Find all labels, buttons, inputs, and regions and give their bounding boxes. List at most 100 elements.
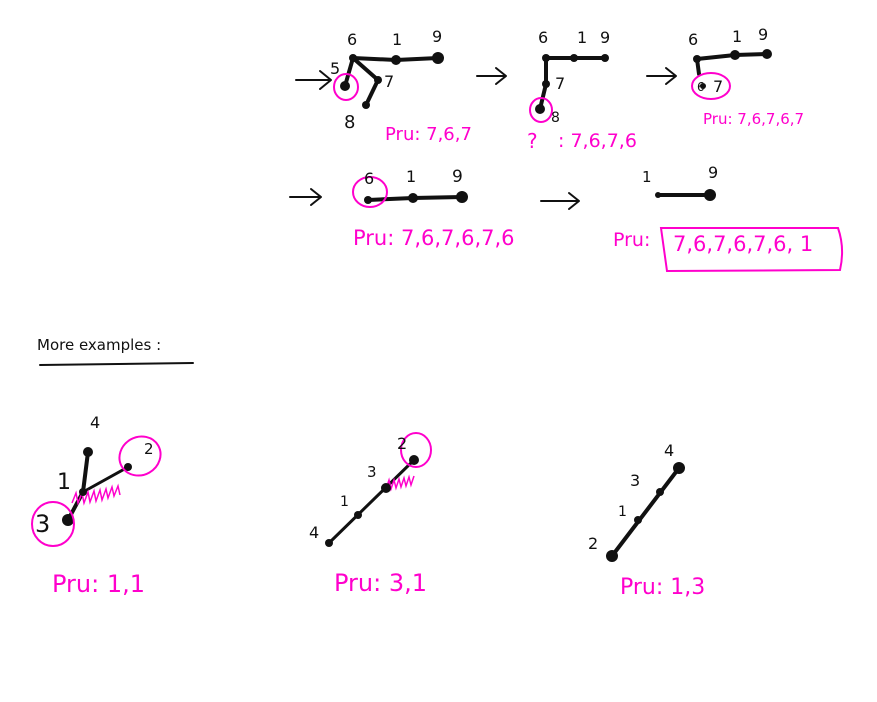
highlight-circle [400, 432, 432, 468]
tree-node [655, 192, 661, 198]
node-label: 6 [688, 30, 698, 49]
tree-node [391, 55, 401, 65]
section-heading: More examples : [37, 336, 161, 354]
step1-diagram: 6 1 9 5 7 8 Pru: 7,6,7 [295, 27, 472, 145]
arrow-right [289, 188, 322, 206]
node-label: 1 [732, 27, 742, 46]
example1-diagram: 4 2 1 3 Pru: 1,1 [31, 413, 162, 598]
node-label: 7 [555, 74, 565, 93]
pru-label-unclear: ? [527, 129, 538, 153]
tree-node [325, 539, 333, 547]
node-label: 1 [642, 168, 652, 186]
tree-node [693, 55, 701, 63]
tree-node [673, 462, 685, 474]
node-label: 2 [397, 434, 407, 453]
node-label: 8 [551, 110, 560, 126]
node-label: 9 [708, 163, 718, 182]
pru-sequence: Pru: 3,1 [334, 569, 427, 597]
tree-edge [364, 78, 380, 107]
tree-node [535, 104, 545, 114]
node-label: 1 [618, 504, 627, 520]
heading-underline [39, 362, 194, 366]
node-label: 1 [577, 28, 587, 47]
tree-node [634, 516, 642, 524]
tree-edge [366, 196, 415, 202]
node-label: 1 [57, 470, 71, 495]
node-label: 6 [364, 169, 374, 188]
pru-sequence: Pru: 7,6,7,6,7 [703, 110, 804, 128]
pru-sequence: Pru: 1,1 [52, 570, 145, 598]
tree-node [374, 76, 382, 84]
node-label: 3 [630, 471, 640, 490]
node-label: 2 [144, 440, 154, 458]
tree-node [62, 514, 74, 526]
node-label: 1 [406, 167, 416, 186]
arrow-right [476, 67, 507, 85]
highlight-circle [118, 435, 162, 477]
tree-node [432, 52, 444, 64]
node-label: 6 [697, 80, 705, 94]
tree-edge [81, 465, 130, 494]
tree-node [700, 83, 706, 89]
pru-sequence: Pru: 7,6,7 [385, 124, 472, 145]
node-label: 9 [432, 27, 442, 46]
tree-node [762, 49, 772, 59]
pru-label: Pru: [613, 229, 650, 251]
node-label: 6 [347, 30, 357, 49]
node-label: 1 [392, 30, 402, 49]
step5-diagram: 1 9 Pru: 7,6,7,6,7,6, 1 [540, 163, 844, 273]
node-label: 4 [664, 441, 674, 460]
node-label: 9 [600, 28, 610, 47]
step4-diagram: 6 1 9 Pru: 7,6,7,6,7,6 [289, 167, 515, 250]
tree-edge [733, 52, 769, 57]
step3-diagram: 6 1 9 6 7 Pru: 7,6,7,6,7 [646, 25, 804, 128]
pru-final-answer: 7,6,7,6,7,6, 1 [673, 232, 813, 256]
highlight-circle [691, 72, 731, 100]
tree-edge [327, 458, 416, 545]
example3-diagram: 4 3 1 2 Pru: 1,3 [588, 441, 705, 600]
answer-box [659, 227, 844, 273]
node-label: 1 [340, 494, 349, 510]
arrow-right [295, 70, 332, 90]
tree-node [381, 483, 391, 493]
tree-node [79, 488, 87, 496]
tree-node [83, 447, 93, 457]
tree-node [456, 191, 468, 203]
tree-node [408, 193, 418, 203]
tree-node [601, 54, 609, 62]
highlight-circle [529, 97, 553, 123]
pru-sequence: Pru: 7,6,7,6,7,6 [353, 226, 515, 250]
node-label: 9 [758, 25, 768, 44]
tree-edge [610, 466, 681, 558]
node-label: 9 [452, 167, 463, 187]
tree-edge [81, 450, 90, 494]
more-examples-heading: More examples : [37, 336, 194, 366]
tree-node [730, 50, 740, 60]
node-label: 6 [538, 28, 548, 47]
tree-edge [351, 56, 398, 62]
arrow-right [646, 67, 677, 85]
node-label: 4 [309, 523, 319, 542]
node-label: 3 [367, 463, 377, 481]
tree-node [362, 101, 370, 109]
node-label: 7 [384, 72, 394, 91]
tree-edge [394, 56, 440, 62]
node-label: 4 [90, 413, 100, 432]
tree-node [364, 196, 372, 204]
node-label: 2 [588, 534, 598, 553]
tree-node [349, 54, 357, 62]
node-label: 3 [35, 510, 50, 538]
tree-node [354, 511, 362, 519]
tree-node [409, 455, 419, 465]
tree-edge [695, 53, 737, 61]
tree-node [542, 54, 550, 62]
example2-diagram: 2 3 1 4 Pru: 3,1 [309, 432, 432, 597]
tree-node [704, 189, 716, 201]
step2-diagram: 6 1 9 7 8 ? : 7,6,7,6 [476, 28, 637, 153]
tree-node [606, 550, 618, 562]
arrow-right [540, 192, 580, 210]
node-label: 5 [330, 59, 340, 78]
tree-edge [411, 195, 464, 200]
highlight-circle [333, 73, 359, 101]
